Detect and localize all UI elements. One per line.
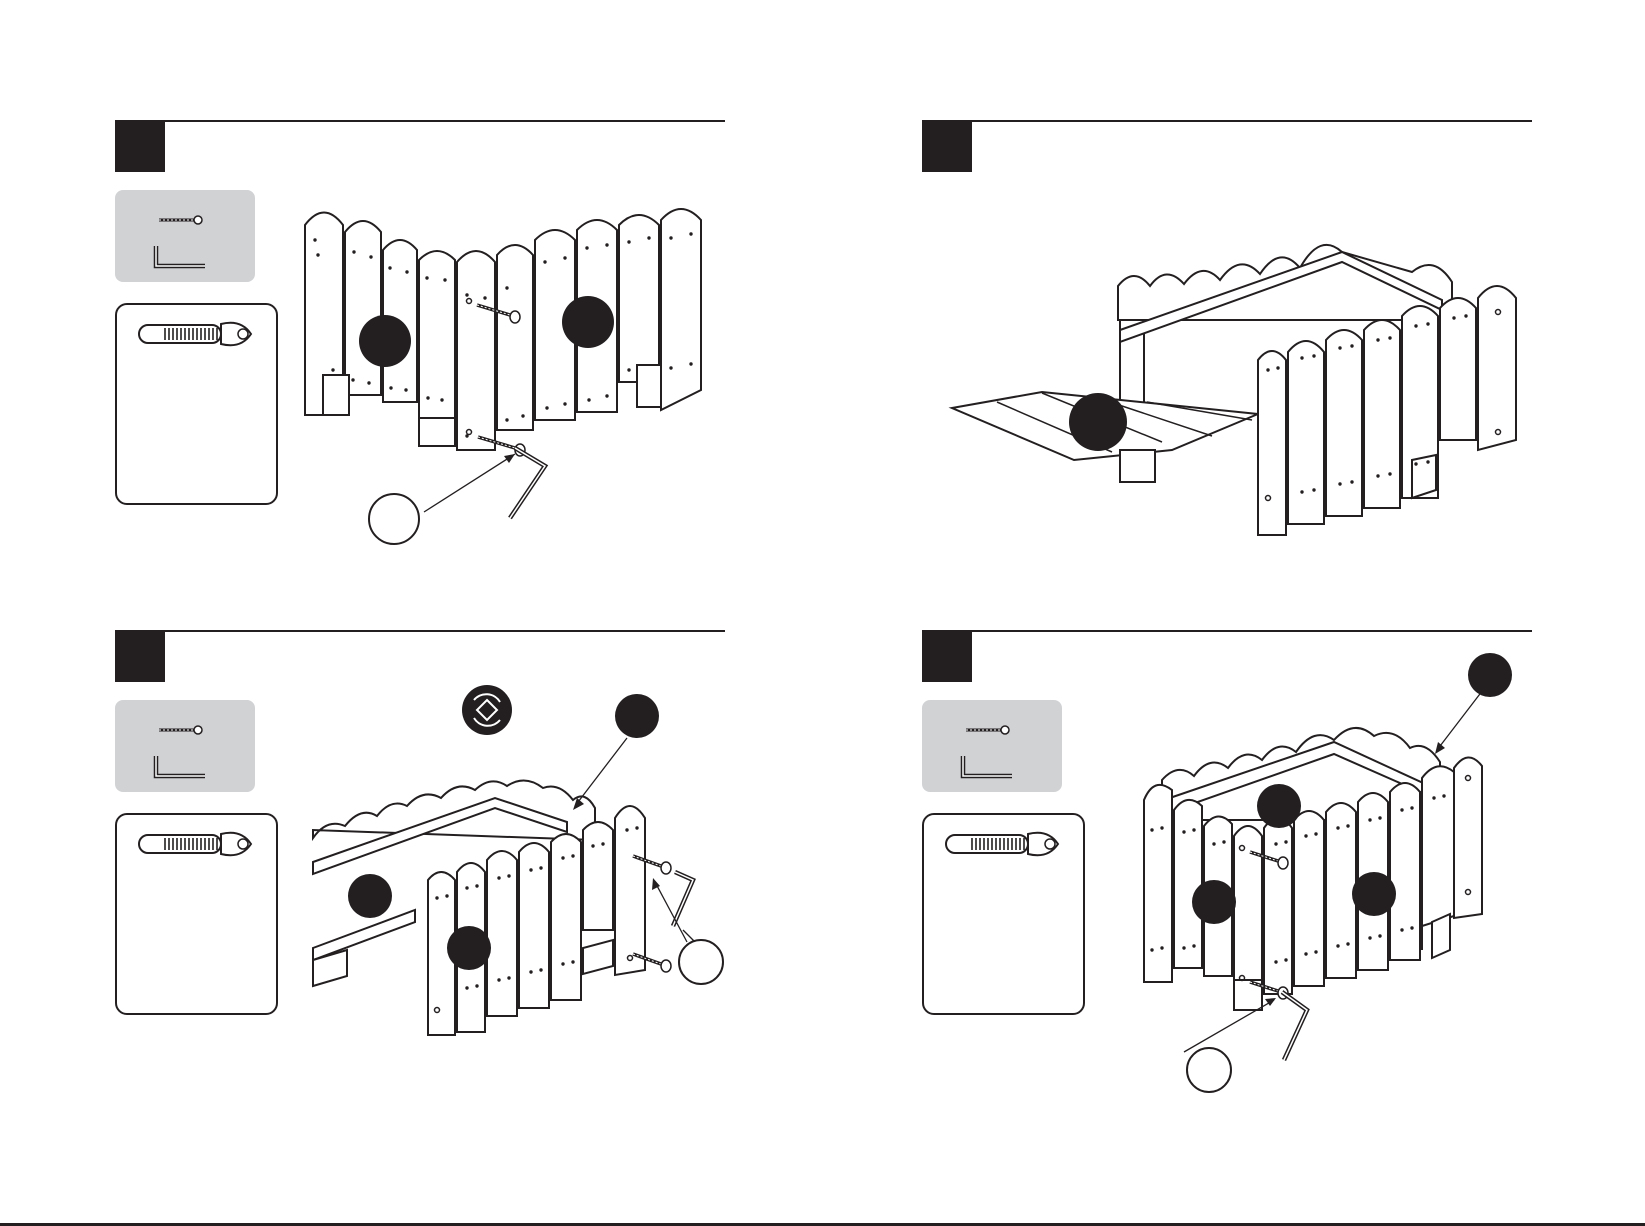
step-2	[922, 120, 1532, 590]
leader-line	[575, 738, 627, 806]
hardware-callout	[679, 940, 723, 984]
part-callout	[1069, 393, 1127, 451]
leader-line	[683, 930, 695, 942]
allen-key-icon	[510, 448, 545, 518]
step-1	[115, 120, 725, 590]
part-callout	[1192, 880, 1236, 924]
leader-line	[1184, 1000, 1274, 1052]
leader-arrow	[1435, 742, 1445, 754]
part-callout	[1352, 872, 1396, 916]
part-callout	[615, 694, 659, 738]
part-callout	[348, 874, 392, 918]
step-3-illustration	[115, 630, 725, 1100]
allen-key-icon	[1282, 992, 1307, 1060]
rotate-icon	[462, 685, 512, 735]
part-callout	[359, 315, 411, 367]
part-callout	[1468, 653, 1512, 697]
step-2-illustration	[922, 120, 1532, 590]
leader-line	[424, 454, 515, 512]
leader-line	[655, 882, 687, 942]
step-1-illustration	[115, 120, 725, 590]
part-callout	[447, 926, 491, 970]
leader-line	[1437, 686, 1486, 750]
hardware-callout	[1187, 1048, 1231, 1092]
leader-arrow	[504, 454, 515, 463]
step-4-illustration	[922, 630, 1532, 1100]
step-3	[115, 630, 725, 1100]
part-callout	[562, 296, 614, 348]
part-callout	[1257, 784, 1301, 828]
allen-key-icon	[673, 872, 693, 926]
step-4	[922, 630, 1532, 1100]
hardware-callout	[369, 494, 419, 544]
